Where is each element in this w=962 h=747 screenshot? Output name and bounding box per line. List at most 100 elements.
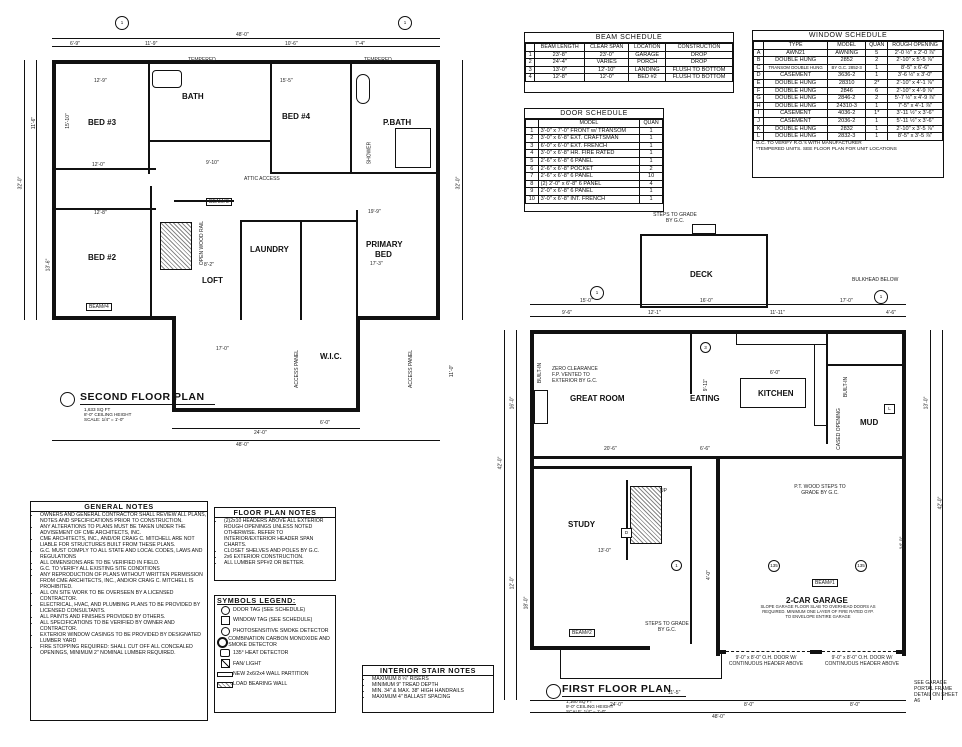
note-portal: SEE GARAGE PORTAL FRAME DETAIL ON SHEET … — [914, 680, 958, 704]
room-study: STUDY — [568, 520, 596, 529]
room-bed: BED — [375, 250, 392, 259]
dim: 16'-0" — [700, 298, 713, 304]
first-floor-area: 1,160 SQ FT — [566, 699, 593, 704]
dim: 15'-5" — [280, 78, 293, 84]
window-footnote: *TEMPERED UNITS. SEE FLOOR PLAN FOR UNIT… — [756, 146, 897, 152]
room-bed2: BED #2 — [88, 253, 117, 262]
list-item: MIN. 34" & MAX. 38" HIGH HANDRAILS — [372, 688, 493, 694]
dim: 12'-9" — [94, 78, 107, 84]
dim: 11'-11" — [770, 310, 785, 316]
floor-plan-notes-title: FLOOR PLAN NOTES — [215, 508, 335, 518]
room-bed4: BED #4 — [282, 112, 311, 121]
room-wic: W.I.C. — [320, 352, 342, 361]
label-up: UP — [660, 488, 667, 494]
list-item: LOAD BEARING WALL — [217, 679, 335, 689]
note-door: 9'-0" x 8'-0" O.H. DOOR W/ CONTINUOUS HE… — [824, 655, 900, 667]
co-detector-icon — [217, 636, 229, 648]
room-bath: BATH — [182, 92, 204, 101]
label-shower: SHOWER — [366, 141, 373, 165]
dim: 13'-0" — [923, 396, 930, 410]
window-tag-icon — [220, 616, 230, 626]
room-primary: PRIMARY — [366, 240, 403, 249]
dim: 17'-0" — [840, 298, 853, 304]
dim: 15'-0" — [580, 298, 593, 304]
dim: 19'-9" — [368, 209, 381, 215]
dim: 18'-0" — [523, 596, 530, 610]
dim: 4'-0" — [705, 570, 712, 580]
list-item: ALL PAINTS AND FINISHES PROVIDED BY OTHE… — [40, 614, 207, 620]
label-builtin: BUILT-IN — [537, 362, 544, 384]
beam-schedule-table: BEAM LENGTH CLEAR SPAN LOCATION CONSTRUC… — [524, 43, 733, 82]
label-tempered: TEMPERED — [364, 57, 392, 63]
heat-detector-icon: 135 — [855, 560, 867, 572]
list-item: ALL ON SITE WORK TO BE OVERSEEN BY A LIC… — [40, 590, 207, 602]
note-door: 9'-0" x 8'-0" O.H. DOOR W/ CONTINUOUS HE… — [728, 655, 804, 667]
col-header: CONSTRUCTION — [665, 43, 733, 52]
window-footnote: G.C. TO VERIFY R.O.'s WITH MANUFACTURER — [756, 140, 862, 146]
list-item: ANY REPRODUCTION OF PLANS WITHOUT WRITTE… — [40, 572, 207, 590]
list-item: ELECTRICAL, HVAC, AND PLUMBING PLANS TO … — [40, 602, 207, 614]
list-item: NEW 2x6/2x4 WALL PARTITION — [217, 669, 335, 679]
list-item: CLOSET SHELVES AND POLES BY G.C. — [224, 548, 335, 554]
dim-overall: 48'-0" — [236, 442, 249, 448]
dim: 6'-0" — [320, 420, 330, 426]
list-item: WINDOW TAG (SEE SCHEDULE) — [217, 615, 335, 626]
list-item: MINIMUM 9" TREAD DEPTH — [372, 682, 493, 688]
dim: 15'-10" — [64, 113, 71, 129]
dim: 20'-6" — [604, 446, 617, 452]
dim: 6'-9" — [70, 41, 80, 47]
note-clearance: ZERO CLEARANCE F.P. VENTED TO EXTERIOR B… — [552, 366, 598, 384]
beam-schedule-title: BEAM SCHEDULE — [525, 33, 733, 43]
door-schedule-title: DOOR SCHEDULE — [525, 109, 663, 119]
dim: 6'-6" — [700, 446, 710, 452]
beam-label: BEAM#3 — [206, 198, 232, 206]
dim: 13'-0" — [598, 548, 611, 554]
dim: 13'-6" — [45, 258, 52, 272]
floor-plan-notes: FLOOR PLAN NOTES (2)2x10 HEADERS ABOVE A… — [214, 507, 336, 581]
window-tag-icon: L — [884, 404, 895, 414]
note-steps-bottom: STEPS TO GRADE BY G.C. — [645, 621, 689, 633]
beam-label: BEAM#4 — [86, 303, 112, 311]
load-wall-icon — [217, 681, 233, 688]
dim: 9'-6" — [562, 310, 572, 316]
list-item: ANY ALTERATIONS TO PLANS MUST BE TAKEN U… — [40, 524, 207, 536]
list-item: (2)2x10 HEADERS ABOVE ALL EXTERIOR ROUGH… — [224, 518, 335, 548]
dim: 9'-10" — [206, 160, 219, 166]
door-tag-icon — [220, 605, 230, 615]
dim: 8'-2" — [204, 262, 214, 268]
dim: 12'-1" — [648, 310, 661, 316]
room-eating: EATING — [690, 394, 720, 403]
label-builtin: BUILT-IN — [843, 376, 850, 398]
dim: 17'-0" — [216, 346, 229, 352]
first-floor-ceiling: 9'-0" CEILING HEIGHT — [566, 704, 614, 709]
list-item: PHOTOSENSITIVE SMOKE DETECTOR — [217, 626, 335, 636]
list-item: OWNERS AND GENERAL CONTRACTOR SHALL REVI… — [40, 512, 207, 524]
dim: 42'-0" — [497, 456, 504, 470]
beam-label: BEAM#2 — [569, 629, 595, 637]
list-item: G.C. MUST COMPLY TO ALL STATE AND LOCAL … — [40, 548, 207, 560]
dim: 11'-9" — [145, 41, 158, 47]
window-schedule-title: WINDOW SCHEDULE — [753, 31, 943, 41]
general-notes-title: GENERAL NOTES — [31, 502, 207, 512]
beam-label: BEAM#1 — [812, 579, 838, 587]
dim: 6'-0" — [770, 370, 780, 376]
label-attic: ATTIC ACCESS — [244, 176, 280, 182]
second-floor-area: 1,633 SQ FT — [84, 407, 111, 412]
stair-notes: INTERIOR STAIR NOTES MAXIMUM 8 ¼" RISERS… — [362, 665, 494, 713]
dim-overall: 48'-0" — [712, 714, 725, 720]
second-floor-scale: SCALE: 1/4" = 1'-0" — [84, 417, 125, 422]
dim: 8'-0" — [850, 702, 860, 708]
new-wall-icon — [217, 671, 233, 677]
first-floor-scale: SCALE: 1/4" = 1'-0" — [566, 709, 607, 714]
window-schedule: WINDOW SCHEDULE TYPE MODEL QUAN ROUGH OP… — [752, 30, 944, 178]
